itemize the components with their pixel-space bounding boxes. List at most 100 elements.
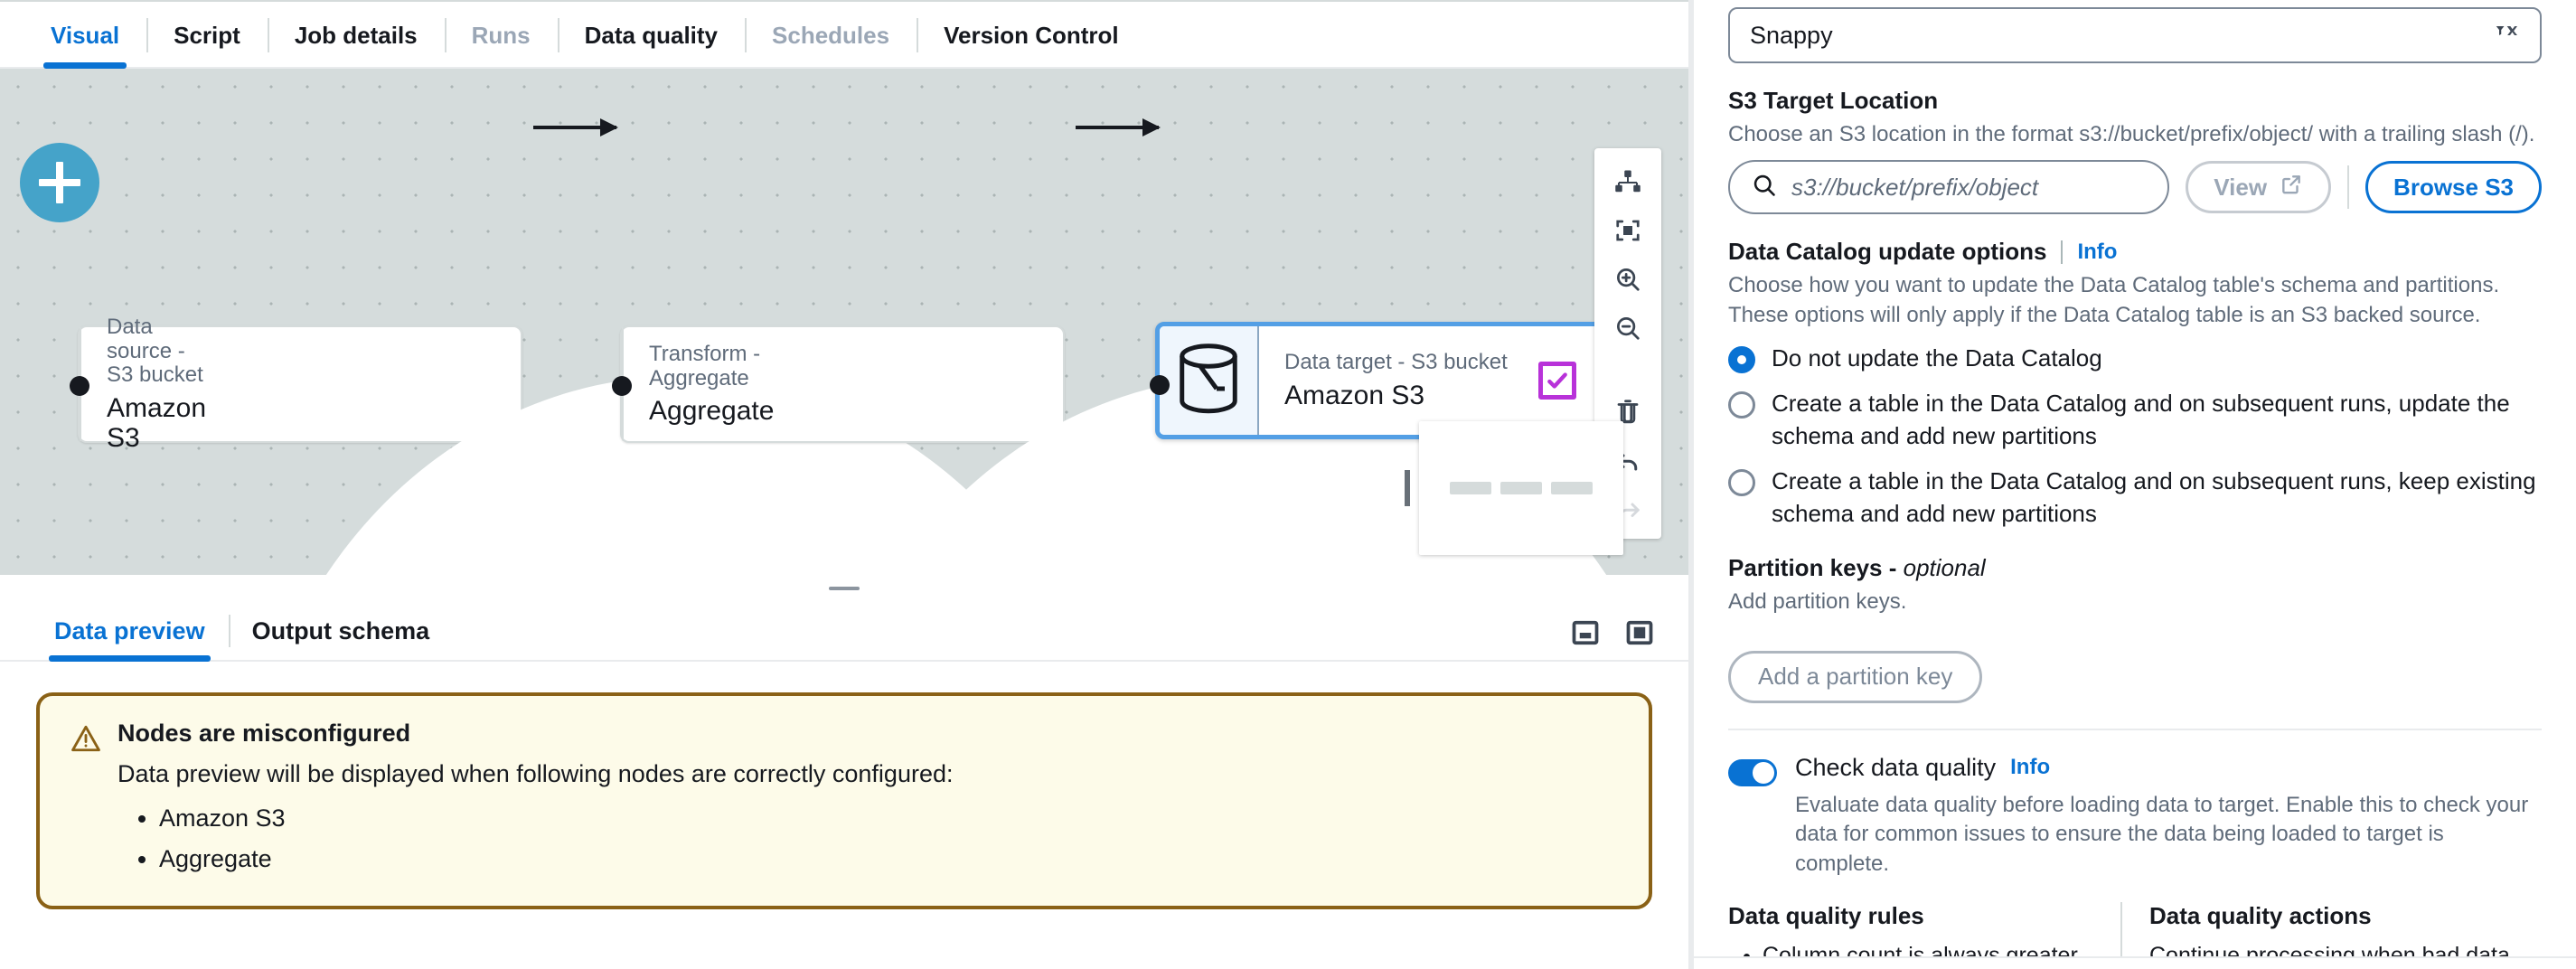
tab-data-preview[interactable]: Data preview [31, 602, 229, 662]
node-texts: Transform - Aggregate Aggregate [649, 342, 775, 426]
data-catalog-update-options-section: Data Catalog update options Info Choose … [1728, 238, 2542, 530]
view-button-label: View [2214, 173, 2268, 201]
tab-runs-label: Runs [471, 21, 531, 49]
node-type-label: Transform - Aggregate [649, 342, 761, 390]
tab-visual[interactable]: Visual [24, 2, 146, 69]
add-partition-key-button[interactable]: Add a partition key [1728, 650, 1983, 703]
radio-button[interactable] [1728, 468, 1755, 496]
radio-option-no-update[interactable]: Do not update the Data Catalog [1728, 343, 2542, 375]
node-texts: Data target - S3 bucket Amazon S3 [1284, 350, 1508, 409]
splitter-grip [829, 587, 860, 590]
add-partition-key-label: Add a partition key [1758, 663, 1953, 691]
header-divider [2061, 240, 2064, 264]
minimap-node [1450, 482, 1491, 494]
node-data-source-amazon-s3[interactable]: Data source - S3 bucket Amazon S3 [70, 315, 1124, 575]
tab-job-details-label: Job details [294, 21, 418, 49]
node-input-port[interactable] [612, 376, 632, 396]
tab-runs: Runs [444, 2, 558, 69]
alert-text: Data preview will be displayed when foll… [118, 760, 954, 787]
s3-location-placeholder: s3://bucket/prefix/object [1791, 173, 2039, 201]
node-body: Data source - S3 bucket Amazon S3 [81, 315, 231, 453]
node-texts: Data source - S3 bucket Amazon S3 [107, 315, 207, 453]
toggle-knob [1753, 761, 1774, 784]
add-node-button[interactable] [20, 143, 99, 222]
warning-icon [71, 723, 101, 873]
left-pane: Visual Script Job details Runs Data qual… [0, 0, 1688, 969]
search-icon [1752, 173, 1777, 202]
expand-panel-icon[interactable] [1622, 615, 1658, 651]
node-input-port[interactable] [1150, 375, 1170, 395]
node-input-port[interactable] [70, 376, 89, 396]
s3-bucket-icon [1160, 326, 1259, 435]
vertical-divider [1688, 0, 1694, 969]
minimap-node [1500, 482, 1542, 494]
plus-icon [39, 162, 80, 203]
canvas-minimap[interactable] [1405, 421, 1623, 555]
collapse-panel-icon[interactable] [1567, 615, 1603, 651]
browse-s3-button[interactable]: Browse S3 [2365, 161, 2542, 214]
tab-data-quality-label: Data quality [584, 21, 719, 49]
trash-icon[interactable] [1594, 387, 1661, 436]
job-canvas[interactable]: Data source - S3 bucket Amazon S3 [0, 69, 1688, 575]
radio-button[interactable] [1728, 391, 1755, 419]
minimap-node [1551, 482, 1593, 494]
check-data-quality-section: Check data quality Info Evaluate data qu… [1728, 754, 2542, 879]
view-button: View [2186, 161, 2332, 214]
node-transform-aggregate[interactable]: Transform - Aggregate Aggregate [612, 325, 1688, 575]
data-quality-check-icon [1537, 362, 1576, 400]
tab-job-details[interactable]: Job details [267, 2, 445, 69]
tab-script[interactable]: Script [146, 2, 268, 69]
tab-script-label: Script [174, 21, 240, 49]
node-name-label: Amazon S3 [107, 392, 207, 453]
node-body: Data target - S3 bucket Amazon S3 [1259, 326, 1621, 435]
partition-keys-label: Partition keys - optional [1728, 554, 2542, 582]
preview-actions [1567, 615, 1658, 651]
list-item: Aggregate [159, 845, 954, 873]
tab-output-schema-label: Output schema [251, 616, 430, 644]
minimap-resize-handle[interactable] [1405, 470, 1410, 506]
check-data-quality-toggle[interactable] [1728, 758, 1777, 786]
list-item: Amazon S3 [159, 804, 954, 833]
tab-data-preview-label: Data preview [54, 616, 205, 644]
data-quality-rules-heading: Data quality rules [1728, 902, 1924, 930]
fit-to-screen-icon[interactable] [1594, 206, 1661, 255]
s3-location-input[interactable]: s3://bucket/prefix/object [1728, 160, 2170, 215]
check-data-quality-content: Check data quality Info Evaluate data qu… [1795, 754, 2542, 879]
hierarchy-layout-icon[interactable] [1594, 157, 1661, 206]
compression-type-value: Snappy [1750, 21, 1833, 49]
s3-target-location-section: S3 Target Location Choose an S3 location… [1728, 87, 2542, 215]
tab-output-schema[interactable]: Output schema [228, 602, 454, 660]
section-divider [1728, 728, 2542, 730]
tab-data-quality[interactable]: Data quality [557, 2, 745, 69]
radio-label: Create a table in the Data Catalog and o… [1772, 390, 2510, 449]
check-data-quality-label: Check data quality [1795, 753, 1997, 781]
external-link-icon [2280, 173, 2303, 202]
zoom-in-icon[interactable] [1594, 255, 1661, 304]
partition-keys-description: Add partition keys. [1728, 588, 1907, 614]
partition-keys-optional-text: optional [1903, 553, 1986, 581]
alert-content: Nodes are misconfigured Data preview wil… [118, 720, 954, 873]
data-catalog-info-link[interactable]: Info [2077, 239, 2118, 264]
misconfigured-node-list: Amazon S3 Aggregate [159, 804, 954, 873]
compression-type-select[interactable]: Snappy [1728, 7, 2542, 63]
check-data-quality-header: Check data quality Info [1795, 754, 2542, 782]
s3-location-row: s3://bucket/prefix/object View Browse S3 [1728, 160, 2542, 215]
check-data-quality-info-link[interactable]: Info [2010, 755, 2051, 780]
node-data-target-amazon-s3[interactable]: Data target - S3 bucket Amazon S3 [1150, 322, 1625, 439]
radio-label: Create a table in the Data Catalog and o… [1772, 466, 2536, 527]
radio-button[interactable] [1728, 346, 1755, 374]
panel-bottom-strip [1694, 956, 2576, 969]
tab-version-control[interactable]: Version Control [917, 2, 1146, 69]
node-body: Transform - Aggregate Aggregate [624, 327, 799, 441]
node-name-label: Aggregate [649, 395, 775, 426]
radio-option-create-update-schema[interactable]: Create a table in the Data Catalog and o… [1728, 388, 2542, 453]
preview-tab-bar: Data preview Output schema [0, 602, 1688, 662]
panel-splitter[interactable] [0, 575, 1688, 602]
zoom-out-icon[interactable] [1594, 304, 1661, 353]
tab-visual-label: Visual [51, 21, 120, 49]
radio-option-create-keep-schema[interactable]: Create a table in the Data Catalog and o… [1728, 466, 2542, 531]
s3-target-location-label: S3 Target Location [1728, 87, 1939, 114]
job-tab-bar: Visual Script Job details Runs Data qual… [0, 0, 1688, 69]
data-catalog-description: Choose how you want to update the Data C… [1728, 273, 2500, 327]
